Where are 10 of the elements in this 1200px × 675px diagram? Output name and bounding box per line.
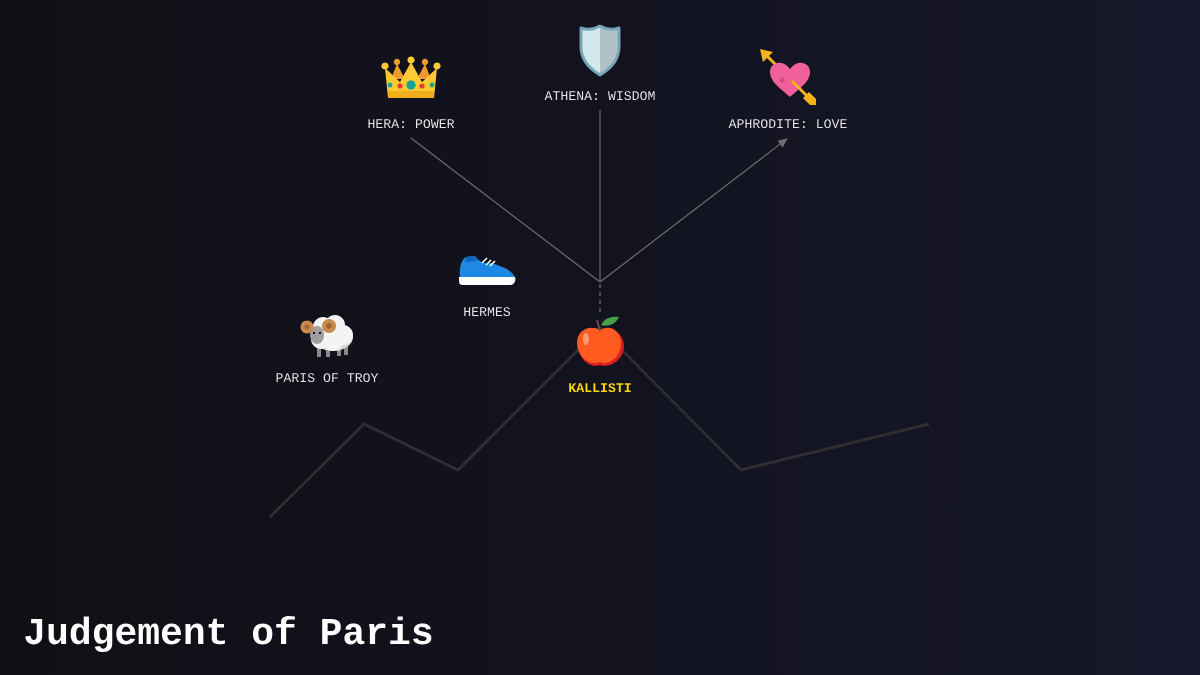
arrow (599, 138, 788, 283)
connector-line (599, 109, 601, 283)
connector-line (410, 137, 601, 283)
node-label: PARIS OF TROY (276, 373, 379, 383)
node-label: HERMES (464, 307, 511, 317)
title: Judgement of Paris (25, 615, 432, 653)
node-label: ATHENA: WISDOM (544, 91, 655, 101)
node-label: KALLISTI (569, 383, 631, 393)
node-label: APHRODITE: LOVE (728, 119, 847, 129)
node-label: HERA: POWER (368, 119, 455, 129)
